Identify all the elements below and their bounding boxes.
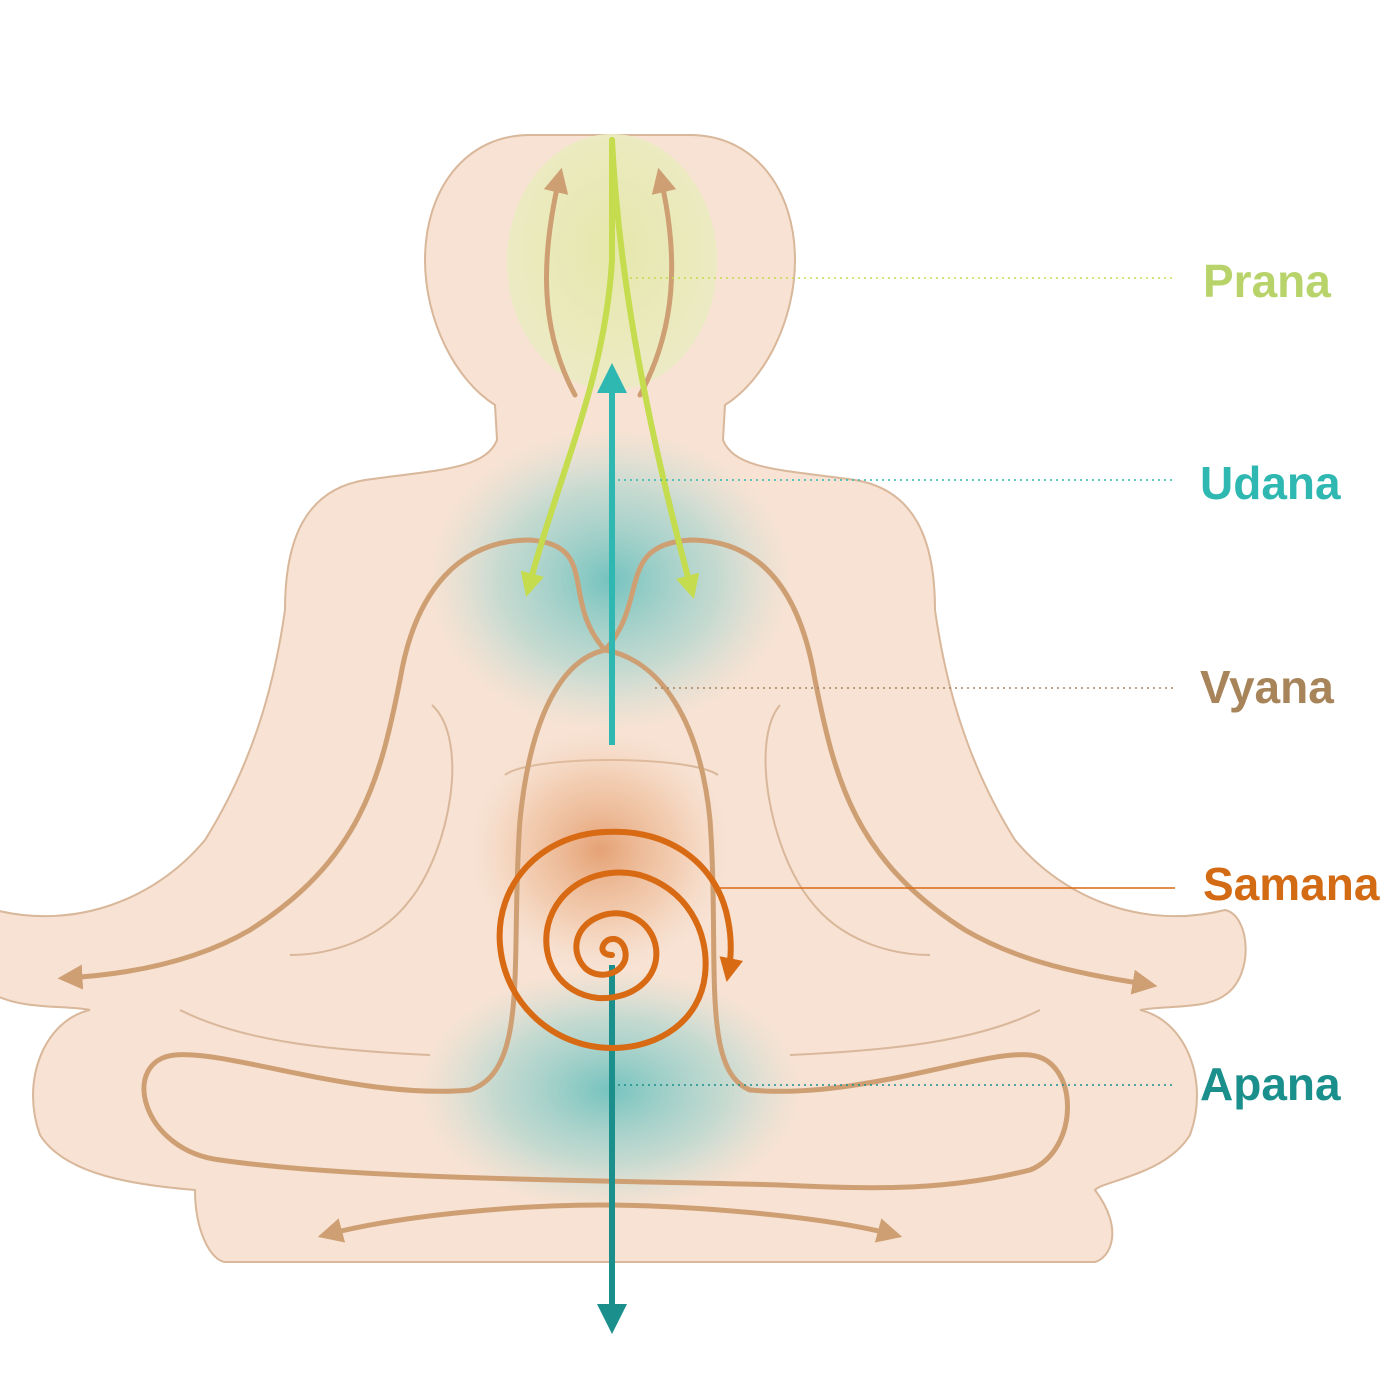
label-vyana: Vyana (1200, 661, 1334, 713)
belly-glow (470, 730, 730, 970)
inner-arm-left (289, 704, 454, 956)
leg-fold-right (789, 1009, 1041, 1056)
leg-fold-left (179, 1009, 431, 1056)
inner-arm-right (764, 704, 931, 956)
label-udana: Udana (1200, 457, 1341, 509)
leader-lines (618, 277, 1175, 1086)
prana-flow (520, 137, 700, 599)
label-apana: Apana (1200, 1058, 1341, 1110)
vyana-flow (57, 167, 1158, 1243)
label-prana: Prana (1203, 255, 1331, 307)
samana-flow (496, 828, 744, 1052)
label-samana: Samana (1203, 858, 1380, 910)
